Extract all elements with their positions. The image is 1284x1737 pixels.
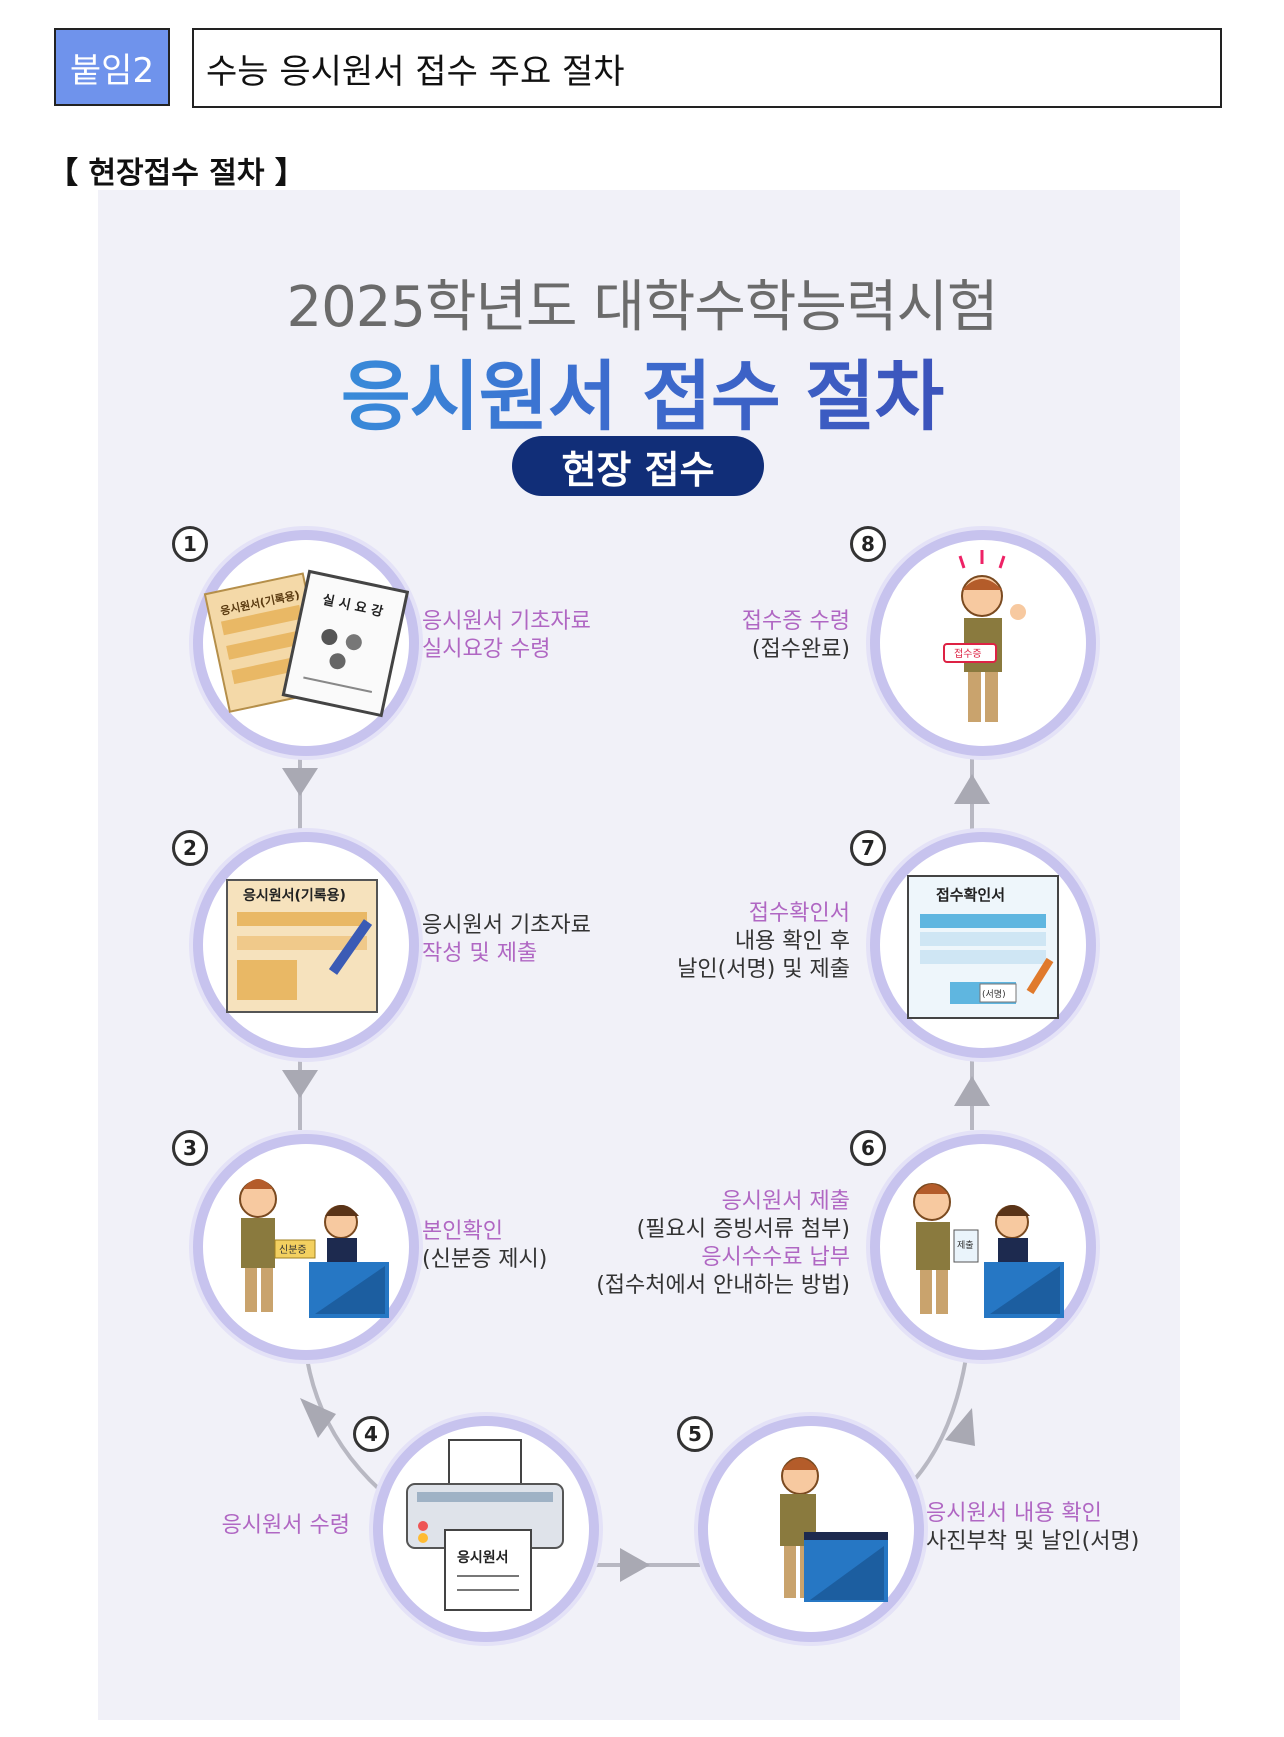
step-3-number: 3 bbox=[172, 1130, 208, 1166]
step-2-caption: 응시원서 기초자료 작성 및 제출 bbox=[422, 913, 591, 966]
step-4-caption: 응시원서 수령 bbox=[221, 1513, 350, 1538]
submission-desk-icon: 제출 bbox=[913, 1183, 1064, 1318]
step-6-caption: 응시원서 제출 (필요시 증빙서류 첨부) 응시수수료 납부 (접수처에서 안내… bbox=[596, 1189, 850, 1298]
step-4-circle: 응시원서 bbox=[373, 1416, 599, 1642]
step-1-number: 1 bbox=[172, 526, 208, 562]
step-4-number: 4 bbox=[353, 1416, 389, 1452]
card-label: 신분증 bbox=[279, 1244, 307, 1256]
document-title: 수능 응시원서 접수 주요 절차 bbox=[192, 28, 1222, 108]
identity-check-icon: 신분증 bbox=[239, 1179, 389, 1318]
step-5-number: 5 bbox=[677, 1416, 713, 1452]
step-7-number: 7 bbox=[850, 830, 886, 866]
arrow-up-7 bbox=[954, 774, 990, 804]
doc-label: 응시원서(기록용) bbox=[243, 888, 346, 904]
doc-label: 접수확인서 bbox=[936, 886, 1005, 904]
arrow-right-4 bbox=[620, 1548, 650, 1582]
documents-icon: 응시원서(기록용) 실 시 요 강 bbox=[203, 569, 410, 718]
arrow-up-6 bbox=[954, 1076, 990, 1106]
confirmation-form-icon: 접수확인서 (서명) bbox=[907, 875, 1059, 1019]
step-7-circle: 접수확인서 (서명) bbox=[870, 832, 1096, 1058]
step-6-circle: 제출 bbox=[870, 1134, 1096, 1360]
step-5-circle bbox=[698, 1416, 924, 1642]
step-3-circle: 신분증 bbox=[193, 1134, 419, 1360]
step-6-number: 6 bbox=[850, 1130, 886, 1166]
step-8-circle: 접수증 bbox=[870, 530, 1096, 756]
card-label: 접수증 bbox=[954, 648, 982, 660]
step-7-caption: 접수확인서 내용 확인 후 날인(서명) 및 제출 bbox=[677, 901, 850, 982]
receipt-person-icon: 접수증 bbox=[943, 550, 1026, 722]
print-label: 응시원서 bbox=[457, 1550, 509, 1566]
step-1-caption: 응시원서 기초자료 실시요강 수령 bbox=[422, 609, 591, 662]
arrow-down-2 bbox=[282, 1070, 318, 1098]
attachment-tag: 붙임2 bbox=[54, 28, 170, 106]
sign-label: (서명) bbox=[982, 989, 1006, 1000]
infographic-subtitle: 2025학년도 대학수학능력시험 bbox=[286, 275, 998, 340]
printer-icon: 응시원서 bbox=[406, 1439, 564, 1611]
step-8-caption: 접수증 수령 (접수완료) bbox=[741, 609, 850, 662]
arrow-down-3 bbox=[300, 1398, 336, 1438]
step-5-caption: 응시원서 내용 확인 사진부착 및 날인(서명) bbox=[926, 1501, 1140, 1554]
section-heading: 【 현장접수 절차 】 bbox=[48, 156, 305, 191]
step-2-number: 2 bbox=[172, 830, 208, 866]
applicant-writing-icon bbox=[780, 1457, 888, 1602]
step-8-number: 8 bbox=[850, 526, 886, 562]
step-2-circle: 응시원서(기록용) bbox=[193, 832, 419, 1058]
step-3-caption: 본인확인 (신분증 제시) bbox=[422, 1219, 548, 1272]
arrow-down-1 bbox=[282, 768, 318, 796]
infographic-title: 응시원서 접수 절차 bbox=[0, 335, 1284, 445]
card-label: 제출 bbox=[957, 1240, 974, 1251]
form-edit-icon: 응시원서(기록용) bbox=[226, 879, 378, 1013]
step-1-circle: 응시원서(기록용) 실 시 요 강 bbox=[193, 530, 419, 756]
arrow-up-5 bbox=[945, 1408, 975, 1446]
field-registration-badge: 현장 접수 bbox=[512, 436, 764, 496]
